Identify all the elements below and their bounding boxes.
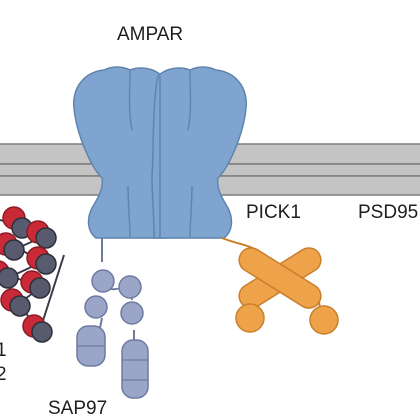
left-bead-dark	[29, 277, 51, 299]
sap97-label: SAP97	[48, 398, 107, 419]
psd95-label: PSD95	[358, 202, 418, 223]
sap97-protein	[76, 238, 149, 399]
sap97-domain	[121, 339, 149, 399]
left-bead-dark	[3, 239, 25, 261]
ampar-receptor	[73, 66, 247, 239]
pick1-rod	[238, 247, 322, 309]
pick1-domain	[235, 303, 265, 333]
left-bead-dark	[35, 253, 57, 275]
sap97-domain	[91, 269, 115, 293]
left-protein-cluster	[0, 206, 65, 343]
left-edge-label-2: 2	[0, 364, 7, 385]
left-bead-dark	[31, 321, 53, 343]
ampar-label: AMPAR	[117, 24, 183, 45]
pick1-label: PICK1	[246, 202, 301, 223]
sap97-domain	[84, 295, 108, 319]
pick1-protein	[221, 237, 339, 335]
sap97-domain	[120, 301, 144, 325]
left-bead-dark	[9, 295, 31, 317]
ampar-subunit-seams	[127, 69, 193, 239]
left-bead-dark	[0, 267, 19, 289]
left-bead-dark	[35, 227, 57, 249]
ampar-right-subunit	[151, 66, 247, 239]
sap97-domain	[118, 275, 142, 299]
pick1-domain	[309, 305, 339, 335]
left-edge-label-1: 1	[0, 340, 7, 361]
